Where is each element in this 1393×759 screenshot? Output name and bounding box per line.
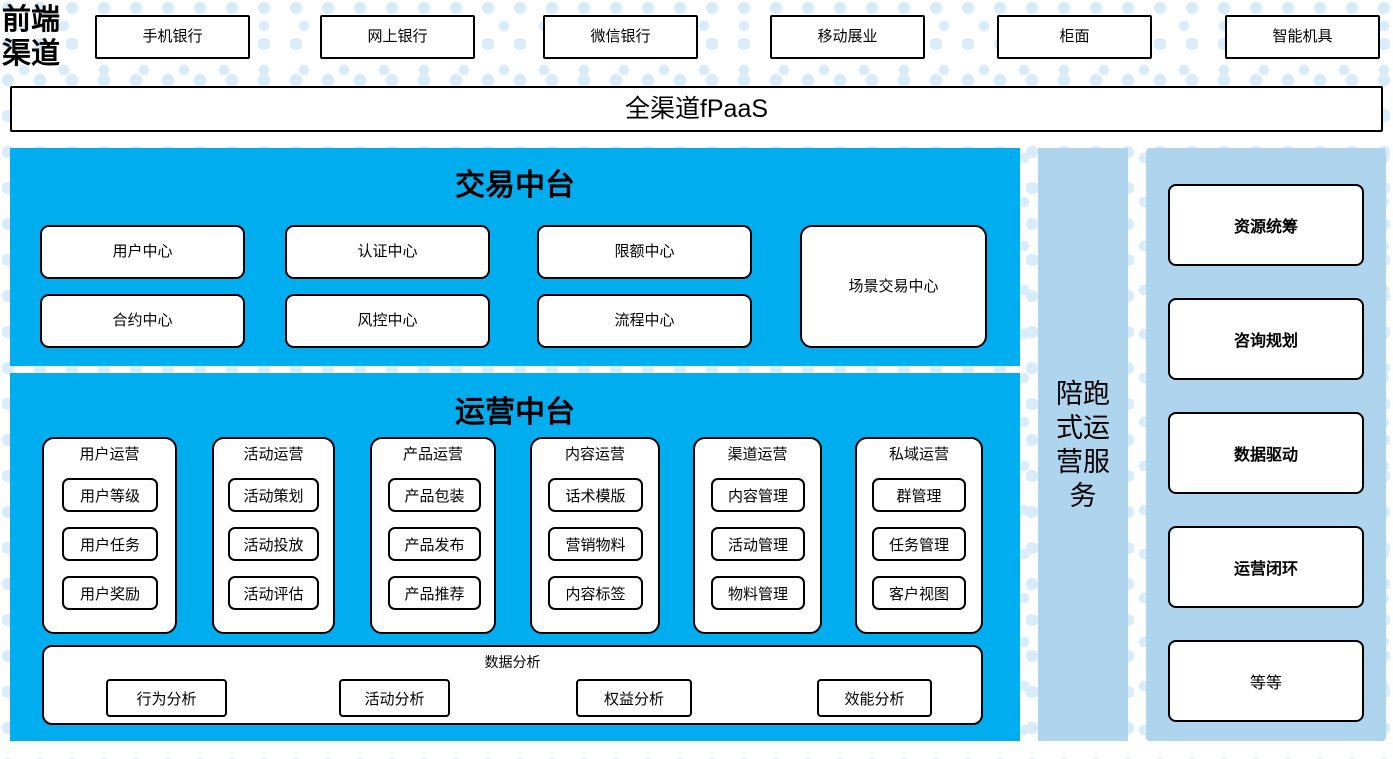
data-analysis-item-behavior[interactable]: 行为分析: [106, 679, 227, 717]
operation-item-content-tag[interactable]: 内容标签: [548, 576, 643, 610]
service-label-line-1: 陪跑: [1056, 378, 1110, 409]
operation-item-script-template[interactable]: 话术模版: [548, 478, 643, 512]
operation-item-user-task[interactable]: 用户任务: [62, 527, 158, 561]
operation-item-marketing-material[interactable]: 营销物料: [548, 527, 643, 561]
service-label-line-2: 式运: [1056, 412, 1110, 443]
operation-item-product-package[interactable]: 产品包装: [388, 478, 481, 512]
value-box-data-driven[interactable]: 数据驱动: [1168, 412, 1364, 494]
data-analysis-item-activity[interactable]: 活动分析: [339, 679, 450, 717]
operation-item-material-manage[interactable]: 物料管理: [711, 576, 805, 610]
operation-item-product-recommend[interactable]: 产品推荐: [388, 576, 481, 610]
service-label-line-4: 务: [1069, 480, 1097, 511]
data-analysis-strip[interactable]: 数据分析 行为分析 活动分析 权益分析 效能分析: [42, 645, 983, 725]
data-analysis-title: 数据分析: [484, 654, 541, 670]
trade-cell-auth-center[interactable]: 认证中心: [285, 225, 490, 279]
service-label-line-3: 营服: [1056, 446, 1110, 477]
channel-box-wechat-bank[interactable]: 微信银行: [543, 15, 698, 59]
trade-cell-user-center[interactable]: 用户中心: [40, 225, 245, 279]
trade-cell-scenario-trade-center[interactable]: 场景交易中心: [800, 225, 987, 348]
front-channel-label: 前端 渠道: [2, 2, 78, 72]
channel-box-counter[interactable]: 柜面: [997, 15, 1152, 59]
front-channel-label-line1: 前端: [2, 4, 61, 36]
trade-cell-contract-center[interactable]: 合约中心: [40, 294, 245, 348]
channel-box-mobile-biz[interactable]: 移动展业: [770, 15, 925, 59]
operation-item-activity-launch[interactable]: 活动投放: [228, 527, 319, 561]
operation-item-group-manage[interactable]: 群管理: [872, 478, 966, 512]
operation-column-content-title: 内容运营: [564, 446, 625, 463]
operation-column-private-domain-title: 私域运营: [888, 446, 949, 463]
fpaas-bar[interactable]: 全渠道fPaaS: [10, 86, 1383, 132]
operation-column-user-title: 用户运营: [79, 446, 140, 463]
operation-item-activity-eval[interactable]: 活动评估: [228, 576, 319, 610]
channel-box-online-bank[interactable]: 网上银行: [320, 15, 475, 59]
operation-item-product-release[interactable]: 产品发布: [388, 527, 481, 561]
operation-item-customer-view[interactable]: 客户视图: [872, 576, 966, 610]
operation-column-product-title: 产品运营: [402, 446, 463, 463]
operation-column-channel-title: 渠道运营: [727, 446, 788, 463]
trade-platform-title: 交易中台: [455, 169, 575, 202]
channel-box-smart-machine[interactable]: 智能机具: [1225, 15, 1380, 59]
value-box-operation-closed-loop[interactable]: 运营闭环: [1168, 526, 1364, 608]
accompanying-operation-service-column: 陪跑 式运 营服 务: [1038, 148, 1128, 741]
operation-column-activity-title: 活动运营: [243, 446, 304, 463]
operation-item-content-manage[interactable]: 内容管理: [711, 478, 805, 512]
trade-cell-limit-center[interactable]: 限额中心: [537, 225, 752, 279]
operation-platform-title: 运营中台: [455, 396, 575, 429]
operation-item-activity-plan[interactable]: 活动策划: [228, 478, 319, 512]
data-analysis-item-efficiency[interactable]: 效能分析: [817, 679, 932, 717]
value-box-resource-coordination[interactable]: 资源统筹: [1168, 184, 1364, 266]
value-box-consulting-planning[interactable]: 咨询规划: [1168, 298, 1364, 380]
operation-item-user-level[interactable]: 用户等级: [62, 478, 158, 512]
operation-item-task-manage[interactable]: 任务管理: [872, 527, 966, 561]
data-analysis-item-benefit[interactable]: 权益分析: [576, 679, 692, 717]
accompanying-operation-service-label: 陪跑 式运 营服 务: [1055, 377, 1111, 513]
channel-box-mobile-bank[interactable]: 手机银行: [95, 15, 250, 59]
front-channel-label-line2: 渠道: [2, 38, 61, 70]
operation-item-user-reward[interactable]: 用户奖励: [62, 576, 158, 610]
operation-item-activity-manage[interactable]: 活动管理: [711, 527, 805, 561]
value-panel: 资源统筹 咨询规划 数据驱动 运营闭环 等等: [1146, 148, 1386, 741]
trade-cell-risk-center[interactable]: 风控中心: [285, 294, 490, 348]
value-box-etc[interactable]: 等等: [1168, 640, 1364, 722]
trade-cell-process-center[interactable]: 流程中心: [537, 294, 752, 348]
